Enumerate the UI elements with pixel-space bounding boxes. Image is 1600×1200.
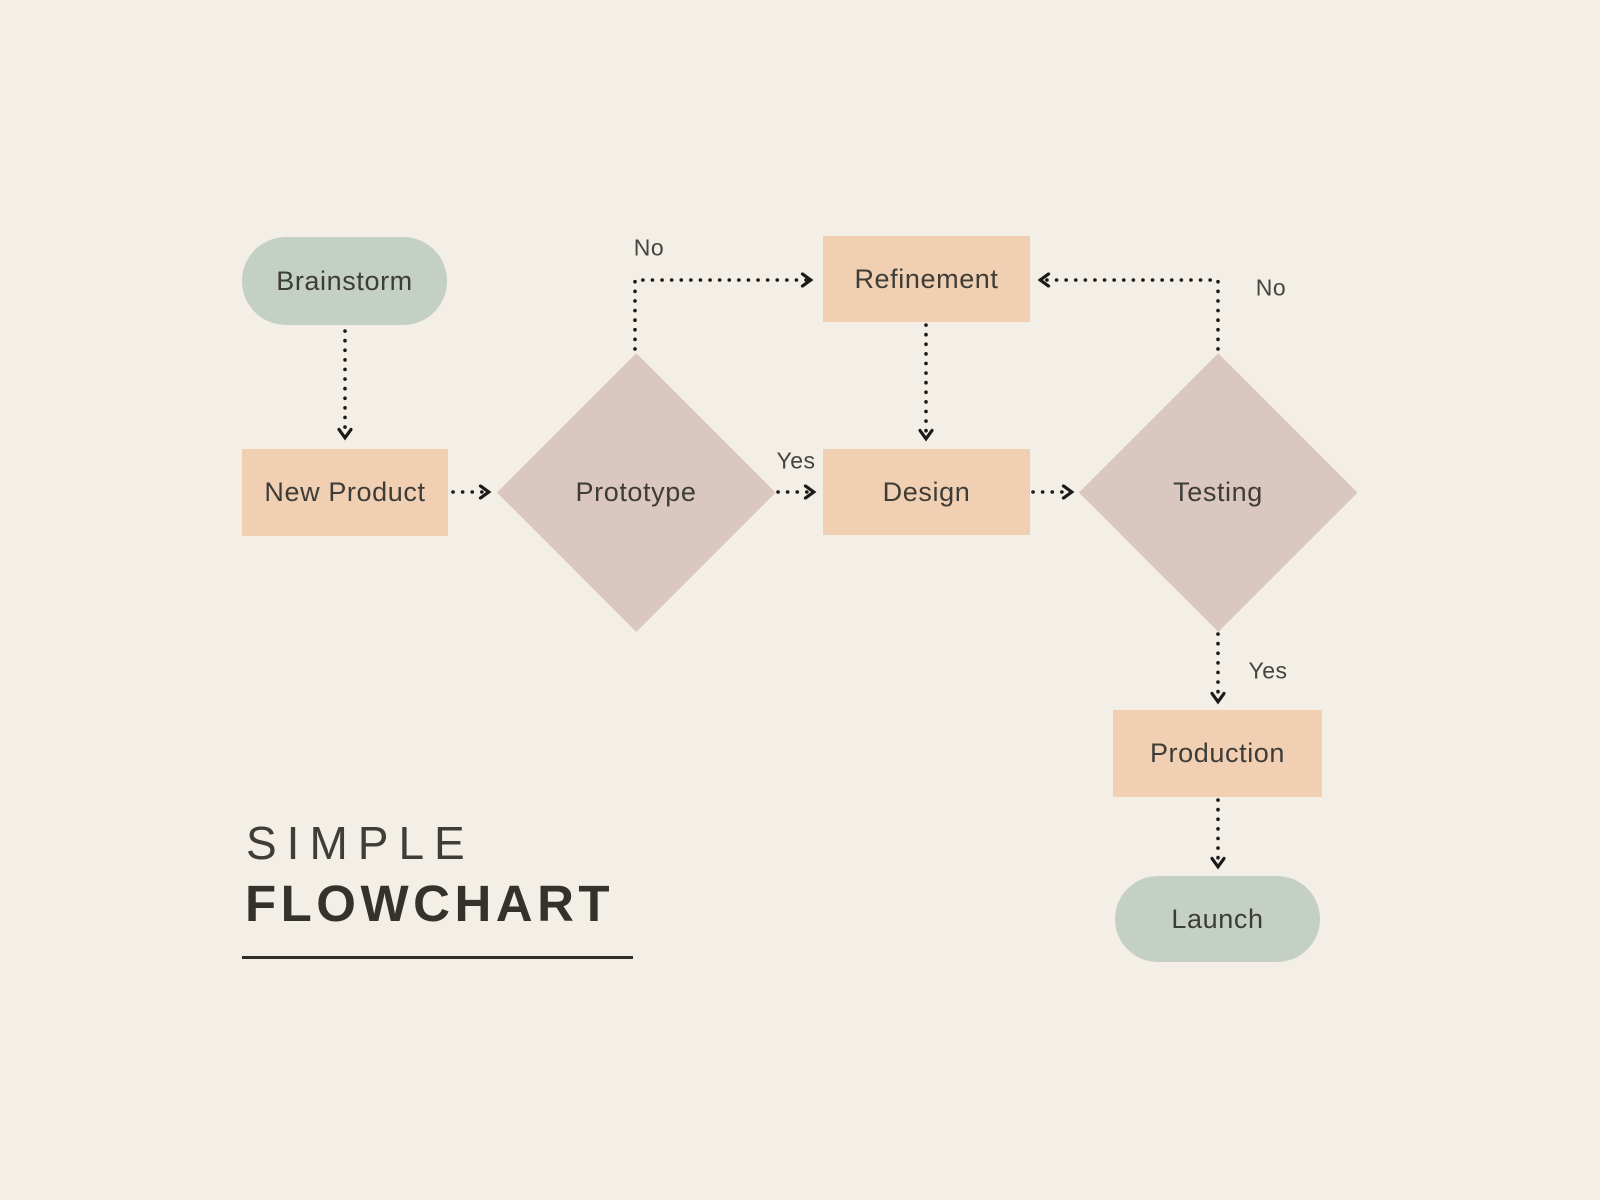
edge-label-prototype-no: No (633, 234, 665, 261)
connector-testing-to-refinement-no (1041, 280, 1220, 351)
node-prototype-label: Prototype (575, 476, 697, 507)
connector-prototype-to-refinement-no (633, 280, 810, 351)
node-testing: Testing (1078, 352, 1357, 631)
node-brainstorm-label: Brainstorm (276, 265, 413, 296)
node-refinement-label: Refinement (854, 263, 999, 294)
node-production: Production (1113, 710, 1322, 797)
edge-label-testing-no: No (1255, 274, 1287, 301)
node-production-label: Production (1149, 738, 1286, 768)
node-design: Design (823, 449, 1030, 535)
node-launch: Launch (1115, 876, 1320, 962)
node-refinement: Refinement (823, 236, 1030, 322)
title-line-1: SIMPLE (246, 817, 475, 869)
node-testing-label: Testing (1173, 476, 1263, 507)
node-launch-label: Launch (1171, 903, 1264, 934)
edge-label-testing-yes: Yes (1248, 657, 1288, 684)
node-prototype: Prototype (496, 352, 775, 631)
title-line-2: FLOWCHART (245, 875, 615, 932)
node-new-product: New Product (242, 449, 448, 536)
title-underline (242, 956, 633, 959)
node-design-label: Design (882, 476, 971, 507)
edge-label-prototype-yes: Yes (776, 447, 816, 474)
node-brainstorm: Brainstorm (242, 237, 447, 325)
node-new-product-label: New Product (264, 477, 426, 507)
